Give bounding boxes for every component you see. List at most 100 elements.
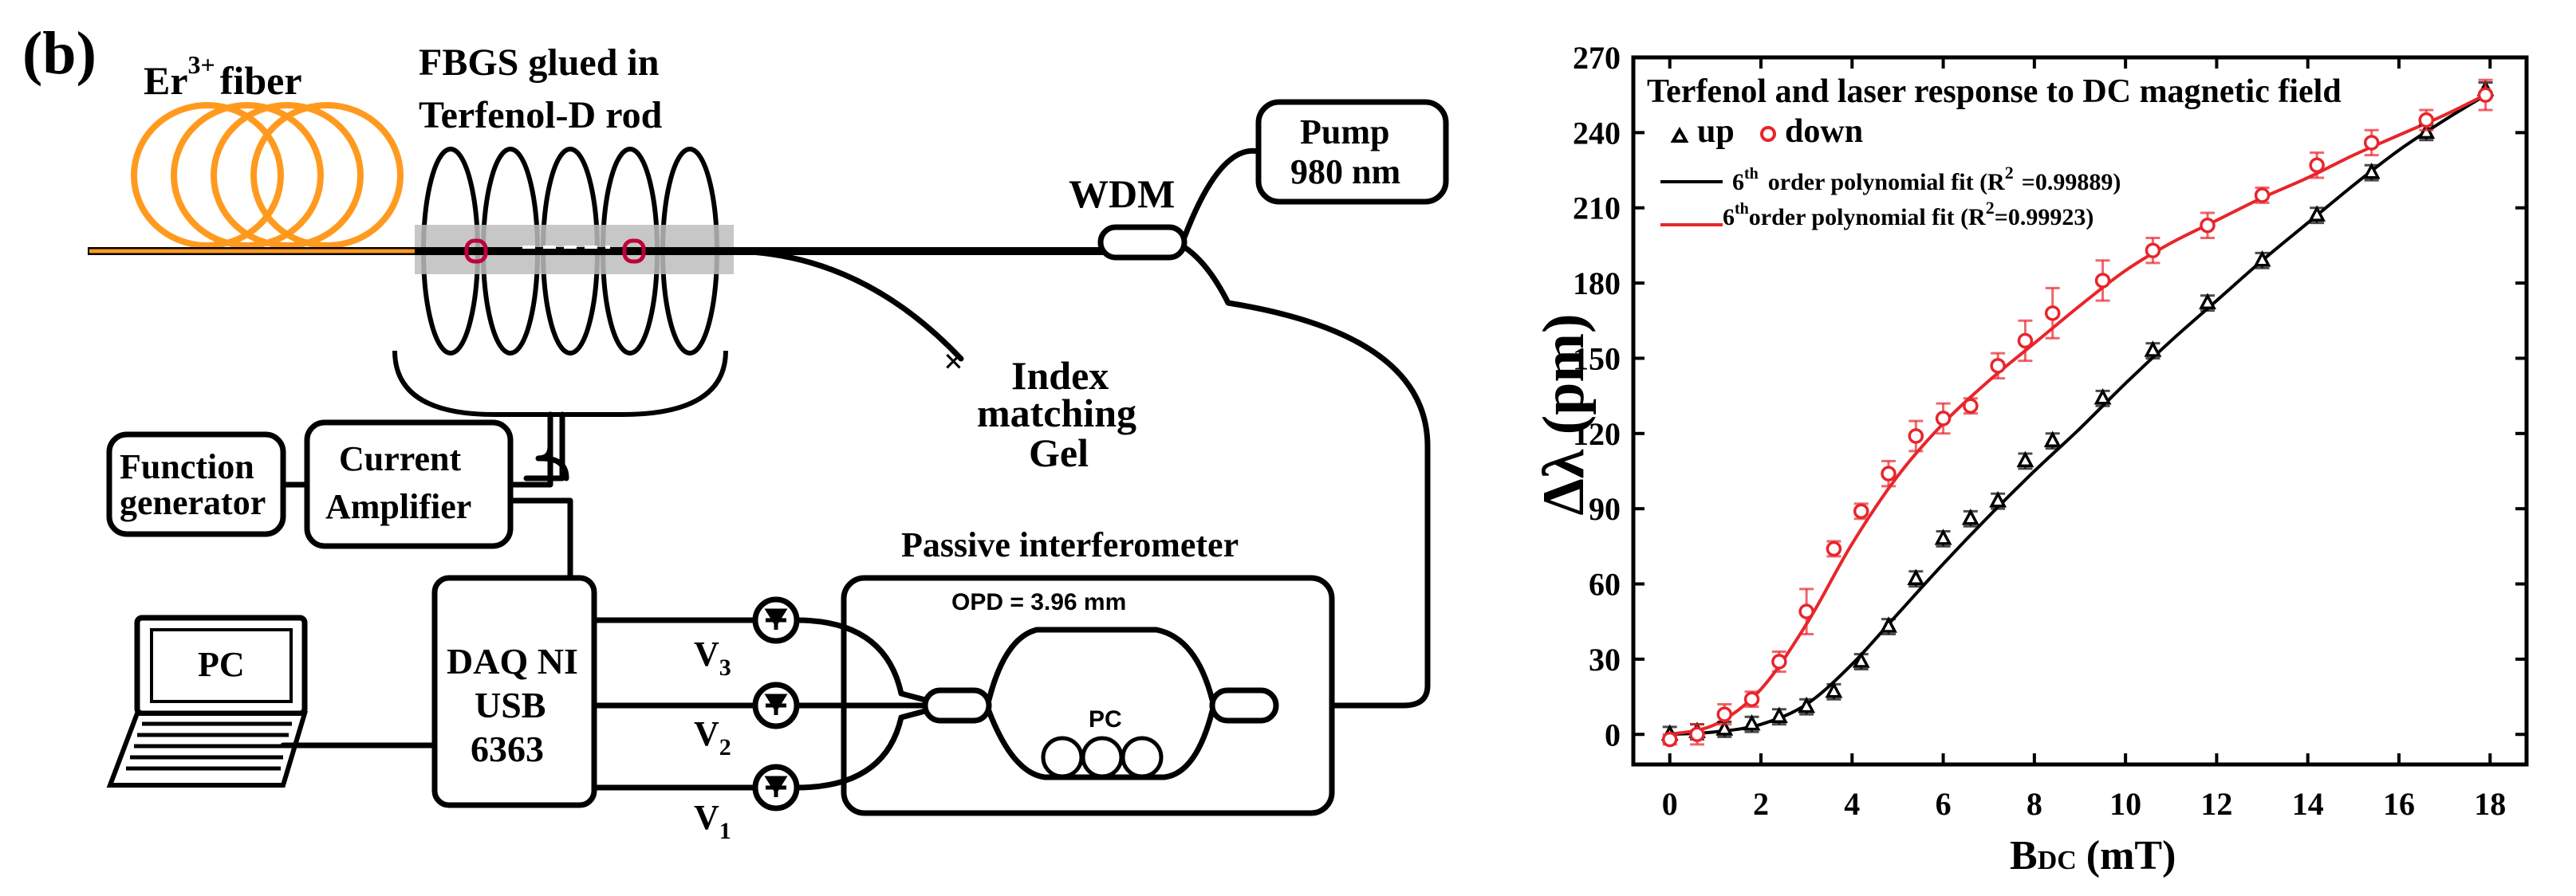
x-tick-label: 16 xyxy=(2383,786,2415,822)
x-tick-label: 6 xyxy=(1936,786,1952,822)
fbg-gratings xyxy=(464,238,646,264)
wdm-coupler xyxy=(1097,224,1188,261)
point-down xyxy=(2418,112,2435,128)
point-down xyxy=(1963,398,1979,414)
daq-box xyxy=(431,575,597,808)
fit-line-up xyxy=(1669,91,2491,737)
amp-to-daq xyxy=(507,497,573,581)
point-up xyxy=(2043,430,2062,447)
function-generator-line1: Function xyxy=(120,447,254,486)
legend-down-marker xyxy=(1760,126,1776,142)
pump-label-line1: Pump xyxy=(1300,112,1389,151)
point-down xyxy=(1771,654,1787,670)
point-up xyxy=(1825,682,1843,698)
x-tick-label: 14 xyxy=(2292,786,2324,822)
current-amplifier-line2: Amplifier xyxy=(325,487,471,526)
fbg-mark-2 xyxy=(622,238,646,264)
point-down xyxy=(2309,157,2325,174)
point-down xyxy=(1661,731,1678,748)
coil-lead xyxy=(523,411,565,481)
point-up xyxy=(2417,122,2436,140)
laptop: PC xyxy=(106,615,309,788)
point-up xyxy=(1907,568,1925,585)
x-tick-label: 8 xyxy=(2027,786,2042,822)
y-tick-label: 90 xyxy=(1589,491,1621,527)
opd-label: OPD = 3.96 mm xyxy=(951,589,1126,615)
point-up xyxy=(1743,713,1761,731)
point-down xyxy=(2145,242,2161,258)
chart-title: Terfenol and laser response to DC magnet… xyxy=(1647,73,2342,110)
point-up xyxy=(2362,162,2381,179)
legend-fit-down-text: 6thorder polynomial fit (R2=0.99923) xyxy=(1723,198,2093,230)
wdm-to-interferometer xyxy=(1181,244,1431,709)
function-generator-line2: generator xyxy=(120,483,266,522)
y-tick-label: 210 xyxy=(1573,191,1621,226)
y-tick-label: 240 xyxy=(1573,115,1621,151)
er-coil-ring xyxy=(211,102,364,249)
arm-upper xyxy=(986,627,1215,703)
er-fiber-label: Er3+fiber xyxy=(144,50,302,103)
point-up xyxy=(1934,529,1952,545)
point-down xyxy=(2044,305,2061,321)
point-down xyxy=(1743,691,1760,707)
point-down xyxy=(2017,332,2034,349)
coupler-right xyxy=(1209,687,1279,724)
panel-label: (b) xyxy=(22,20,97,87)
point-down xyxy=(1990,358,2006,374)
point-up xyxy=(1880,616,1897,633)
y-tick-label: 60 xyxy=(1589,567,1621,603)
fbgs-label-line2: Terfenol-D rod xyxy=(419,94,663,136)
point-down xyxy=(1689,726,1705,743)
point-down xyxy=(2363,135,2380,151)
point-up xyxy=(2016,450,2034,468)
index-label-line3: Gel xyxy=(1029,430,1089,475)
point-down xyxy=(2477,87,2494,103)
v2-label: V2 xyxy=(694,714,731,760)
wdm-to-pump xyxy=(1181,147,1262,241)
y-tick-label: 150 xyxy=(1573,340,1621,376)
er-fiber-coil xyxy=(131,102,404,249)
x-tick-label: 18 xyxy=(2474,786,2506,822)
point-up xyxy=(2308,205,2326,222)
passive-interferometer-box xyxy=(841,575,1335,816)
point-up xyxy=(2144,340,2162,357)
pump-label-line2: 980 nm xyxy=(1290,152,1400,191)
point-down xyxy=(2094,273,2111,289)
point-up xyxy=(2253,250,2271,267)
daq-line1: DAQ NI xyxy=(447,641,578,682)
y-tick-label: 180 xyxy=(1573,265,1621,301)
polarization-controller xyxy=(1041,736,1164,779)
daq-line2: USB xyxy=(475,685,546,725)
laptop-screen-inner xyxy=(150,628,293,703)
photodetector-v1 xyxy=(591,764,800,812)
point-up xyxy=(1989,491,2007,508)
legend-down-label: down xyxy=(1785,113,1863,150)
photodetectors xyxy=(591,596,800,812)
setup-diagram: (b) Er3+fiber FBGS glued in Terfenol-D r… xyxy=(22,20,1449,844)
index-label-line1: Index xyxy=(1011,353,1109,398)
pc-inner-label: PC xyxy=(1089,706,1122,733)
v3-label: V3 xyxy=(694,635,731,681)
amp-to-coil xyxy=(507,411,553,488)
y-tick-label: 30 xyxy=(1589,642,1621,678)
er-coil-ring xyxy=(131,102,284,249)
daq-line3: 6363 xyxy=(471,729,544,769)
chart-xlabel: BDC(mT) xyxy=(2010,833,2176,878)
x-tick-label: 2 xyxy=(1753,786,1769,822)
point-down xyxy=(1881,466,1897,481)
point-down xyxy=(1935,411,1952,426)
er-coil-ring xyxy=(250,102,404,249)
magnetic-coil xyxy=(392,147,728,417)
wdm-label: WDM xyxy=(1069,171,1175,216)
chart-ylabel: Δλ (pm) xyxy=(1531,313,1597,515)
point-up xyxy=(1852,651,1870,668)
y-tick-label: 120 xyxy=(1573,416,1621,452)
point-up xyxy=(1770,706,1788,723)
laptop-label: PC xyxy=(198,645,245,684)
fbgs-label-line1: FBGS glued in xyxy=(419,41,659,84)
point-up xyxy=(2093,388,2112,405)
